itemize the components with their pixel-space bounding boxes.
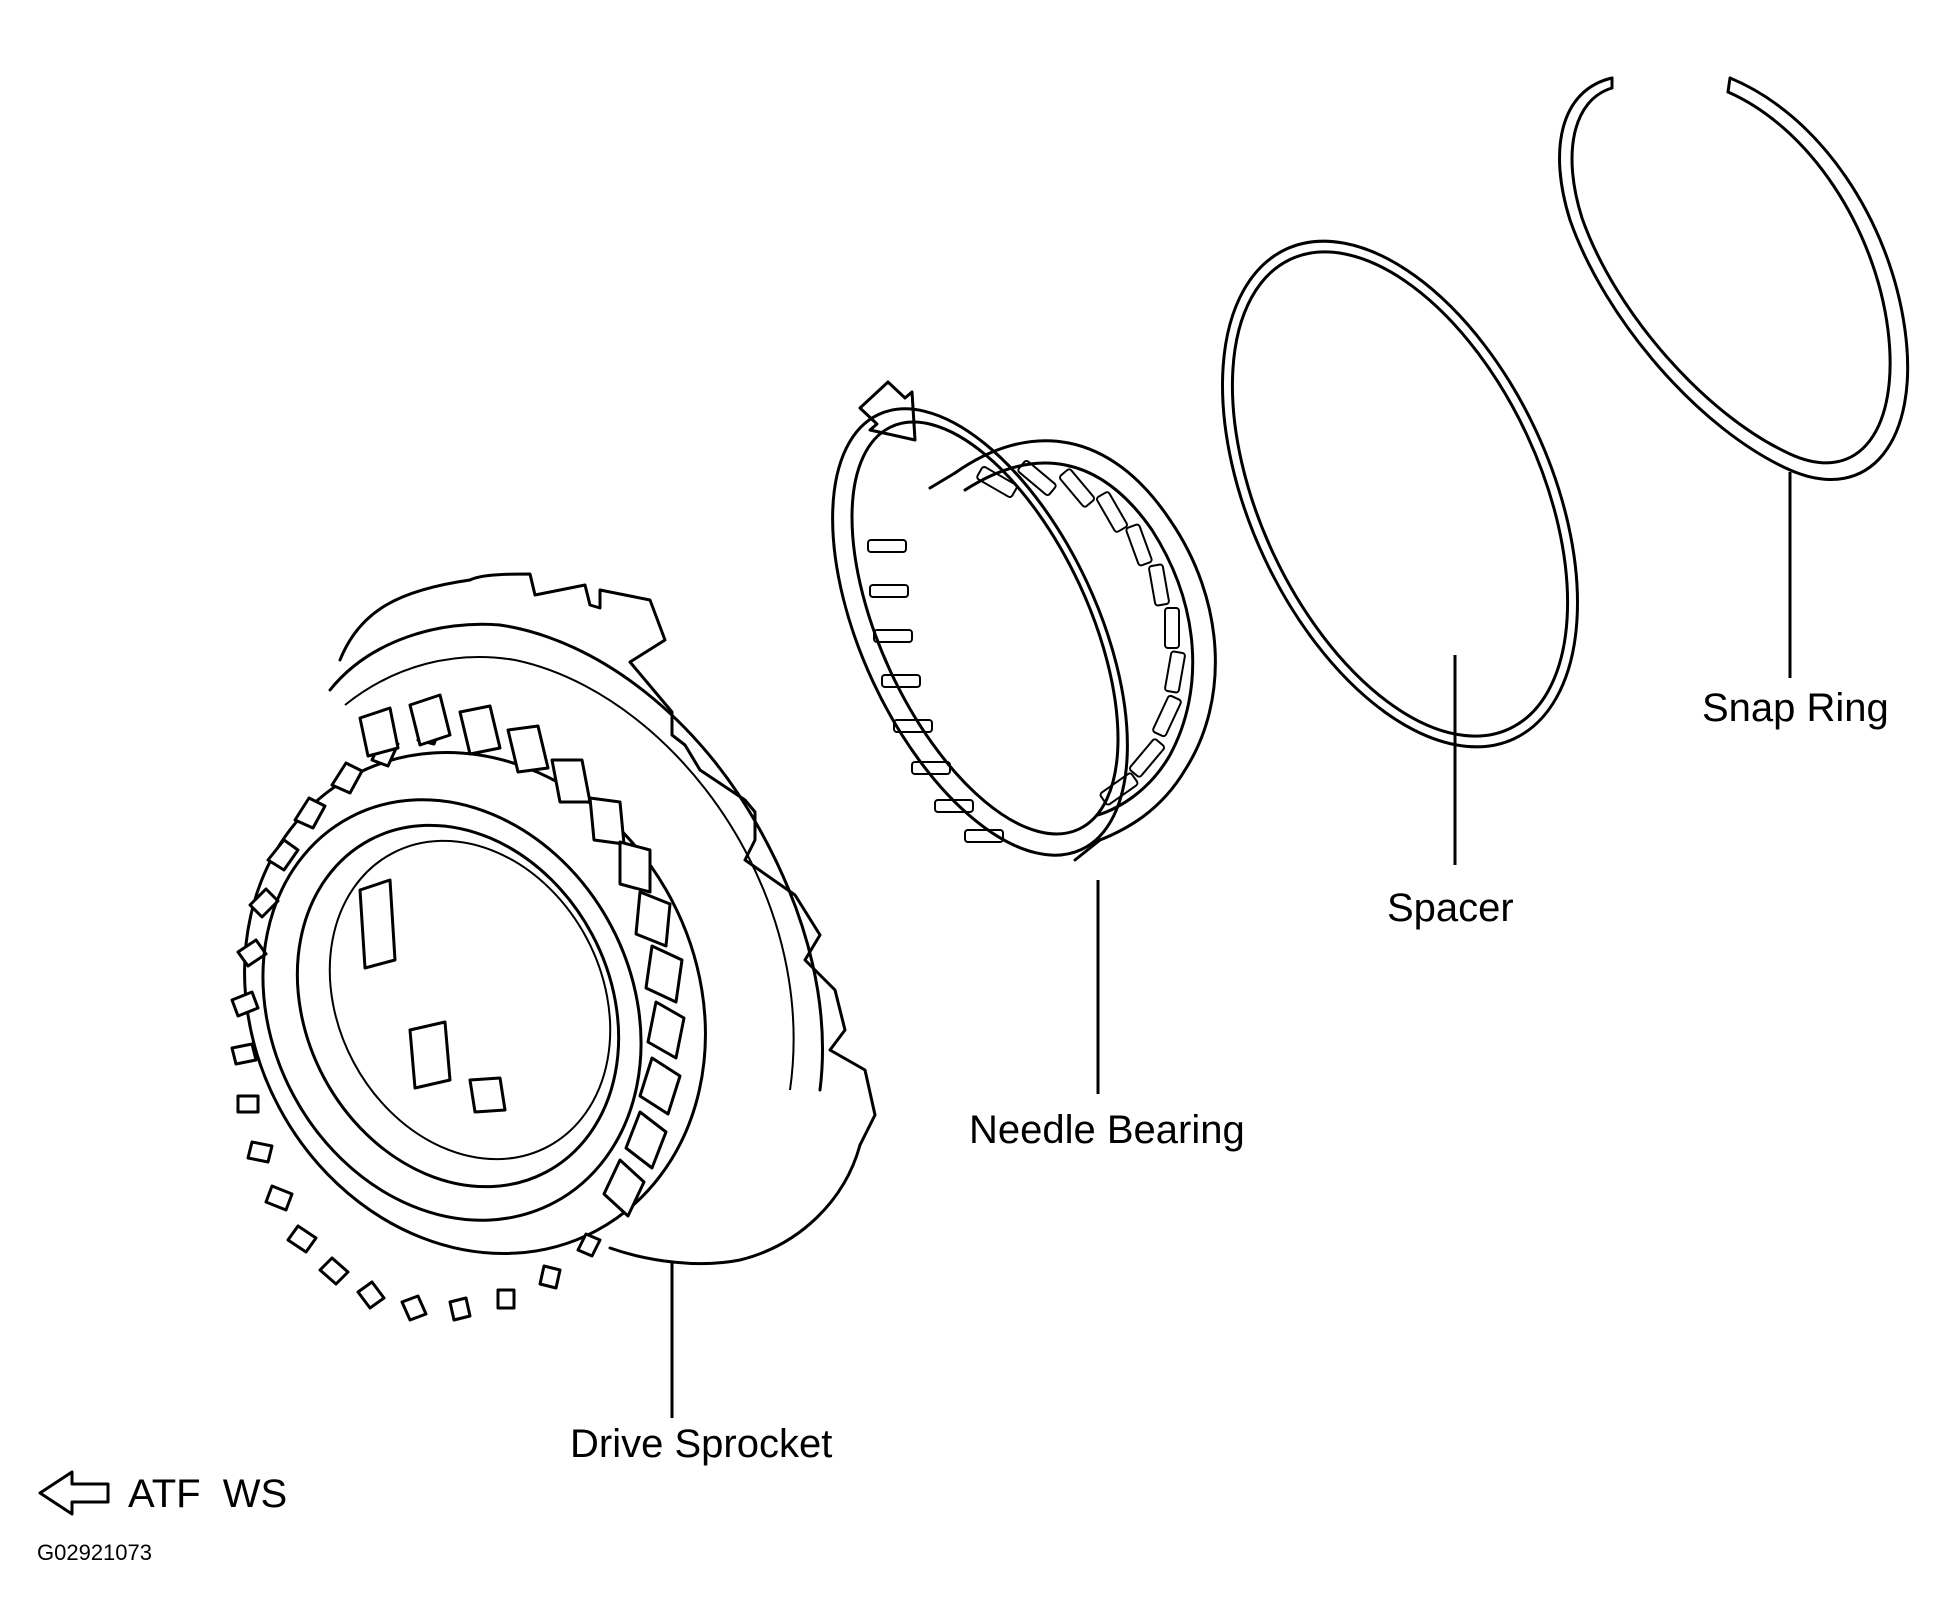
hollow-left-arrow-icon	[38, 1470, 110, 1516]
gear-teeth	[230, 716, 602, 1322]
inner-spline-teeth	[358, 693, 686, 1218]
fluid-type-label: ATF WS	[128, 1472, 288, 1516]
needle-bearing-part	[831, 407, 1217, 862]
spacer-part	[1221, 239, 1579, 749]
drive-sprocket-part	[230, 572, 877, 1322]
spacer-label: Spacer	[1387, 886, 1514, 930]
snap-ring-label: Snap Ring	[1702, 686, 1889, 730]
drive-sprocket-label: Drive Sprocket	[570, 1422, 833, 1466]
pointer-arrow-icon	[858, 380, 917, 442]
snap-ring-part	[1558, 76, 1910, 481]
needle-bearing-label: Needle Bearing	[969, 1108, 1245, 1152]
figure-code: G02921073	[37, 1540, 152, 1565]
needle-slots	[867, 460, 1186, 843]
